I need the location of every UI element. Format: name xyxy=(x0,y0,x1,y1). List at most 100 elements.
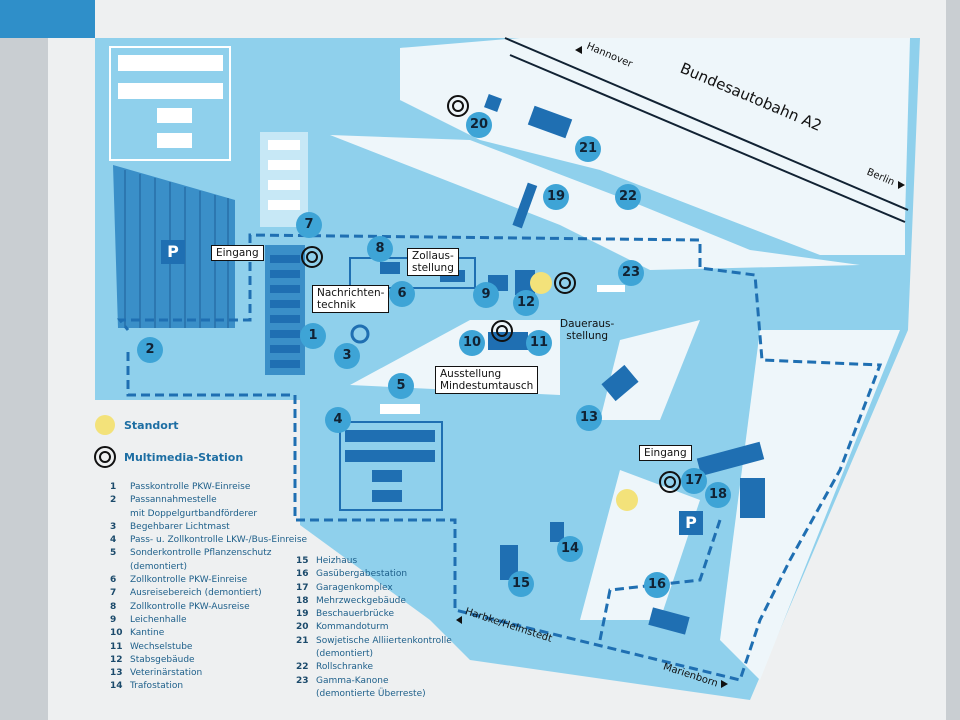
legend-text: Wechselstube xyxy=(130,641,193,652)
legend-text: Stabsgebäude xyxy=(130,654,195,665)
legend-text: Pass- u. Zollkontrolle LKW-/Bus-Einreise xyxy=(130,535,308,546)
marker-18[interactable]: 18 xyxy=(705,482,731,508)
marker-23[interactable]: 23 xyxy=(618,260,644,286)
legend-number: 8 xyxy=(110,601,117,612)
legend-item: 4 Pass- u. Zollkontrolle LKW-/Bus-Einreis… xyxy=(110,534,307,547)
multimedia-icon xyxy=(94,446,116,468)
legend-number: 10 xyxy=(110,628,123,639)
marker-19[interactable]: 19 xyxy=(543,184,569,210)
legend-text: Zollkontrolle PKW-Ausreise xyxy=(130,601,250,612)
multimedia-stations xyxy=(301,95,681,493)
legend-text: Beschauerbrücke xyxy=(316,609,395,620)
label-nachrichtentechnik: Nachrichten- technik xyxy=(312,285,390,313)
marker-6[interactable]: 6 xyxy=(389,281,415,307)
legend-number: 6 xyxy=(110,575,117,586)
legend-number: 7 xyxy=(110,588,117,599)
label-zollausstellung: Zollaus- stellung xyxy=(407,248,459,276)
legend-text: Rollschranke xyxy=(316,662,374,673)
marker-3[interactable]: 3 xyxy=(334,343,360,369)
legend-number: 2 xyxy=(110,495,117,506)
legend-number: 5 xyxy=(110,548,117,559)
legend-number: 13 xyxy=(110,668,123,679)
legend-item: 20 Kommandoturm xyxy=(296,621,452,634)
marker-1[interactable]: 1 xyxy=(300,323,326,349)
legend-number: 12 xyxy=(110,654,123,665)
marker-5[interactable]: 5 xyxy=(388,373,414,399)
legend-number: 18 xyxy=(296,595,309,606)
legend-text: Begehbarer Lichtmast xyxy=(130,521,230,532)
marker-21[interactable]: 21 xyxy=(575,136,601,162)
legend-number: 3 xyxy=(110,521,117,532)
light-mast xyxy=(350,324,370,344)
legend-item: 19 Beschauerbrücke xyxy=(296,608,452,621)
marker-14[interactable]: 14 xyxy=(557,536,583,562)
marker-15[interactable]: 15 xyxy=(508,571,534,597)
legend-text: Zollkontrolle PKW-Einreise xyxy=(130,575,248,586)
parking-icon: P xyxy=(161,240,185,264)
legend-text: Garagenkomplex xyxy=(316,582,393,593)
legend-text: Gamma-Kanone xyxy=(316,675,389,686)
marker-20[interactable]: 20 xyxy=(466,112,492,138)
legend-item: 15 Heizhaus xyxy=(296,555,452,568)
legend-item: 6 Zollkontrolle PKW-Einreise xyxy=(110,574,307,587)
legend-item: 2 Passannahmestelle xyxy=(110,494,307,507)
legend-item: (demontiert) xyxy=(110,561,307,574)
legend-number: 4 xyxy=(110,535,117,546)
legend-text: Mehrzweckgebäude xyxy=(316,595,406,606)
marker-17[interactable]: 17 xyxy=(681,468,707,494)
standort-marker xyxy=(530,272,552,294)
legend-text: Gasübergabestation xyxy=(316,569,408,580)
legend-text: Trafostation xyxy=(130,681,184,692)
legend-number: 23 xyxy=(296,675,309,686)
legend-item: 10 Kantine xyxy=(110,627,307,640)
header-strip xyxy=(0,0,95,38)
legend-item: (demontiert) xyxy=(296,648,452,661)
legend-number: 21 xyxy=(296,635,309,646)
legend-item: 11 Wechselstube xyxy=(110,641,307,654)
legend-number: 20 xyxy=(296,622,309,633)
marker-22[interactable]: 22 xyxy=(615,184,641,210)
legend-text: Passannahmestelle xyxy=(130,495,217,506)
motorway-line xyxy=(504,37,909,211)
legend-text: Sonderkontrolle Pflanzenschutz xyxy=(130,548,272,559)
label-entrance-east: Eingang xyxy=(639,445,692,461)
legend-item: (demontierte Überreste) xyxy=(296,688,452,701)
legend-number: 15 xyxy=(296,556,309,566)
legend-number: 19 xyxy=(296,609,309,620)
legend-item: 8 Zollkontrolle PKW-Ausreise xyxy=(110,601,307,614)
legend-number: 9 xyxy=(110,614,117,625)
parking-icon: P xyxy=(679,511,703,535)
label-mindestumtausch: Ausstellung Mindestumtausch xyxy=(435,366,539,394)
legend-text: Kantine xyxy=(130,628,165,639)
standort-icon xyxy=(95,415,115,435)
legend-text: (demontierte Überreste) xyxy=(316,688,426,699)
label-entrance-west: Eingang xyxy=(211,245,264,261)
legend-text: Kommandoturm xyxy=(316,622,389,633)
marker-9[interactable]: 9 xyxy=(473,282,499,308)
legend-item: 3 Begehbarer Lichtmast xyxy=(110,521,307,534)
legend-number: 22 xyxy=(296,662,309,673)
legend-text: (demontiert) xyxy=(130,561,188,572)
marker-16[interactable]: 16 xyxy=(644,572,670,598)
legend-number: 16 xyxy=(296,569,309,580)
marker-10[interactable]: 10 xyxy=(459,330,485,356)
marker-7[interactable]: 7 xyxy=(296,212,322,238)
legend-text: (demontiert) xyxy=(316,649,374,660)
legend-item: mit Doppelgurtbandförderer xyxy=(110,508,307,521)
marker-8[interactable]: 8 xyxy=(367,236,393,262)
legend-item: 22 Rollschranke xyxy=(296,661,452,674)
visitor-route xyxy=(116,233,883,682)
marker-12[interactable]: 12 xyxy=(513,290,539,316)
marker-4[interactable]: 4 xyxy=(325,407,351,433)
marker-2[interactable]: 2 xyxy=(137,337,163,363)
marker-13[interactable]: 13 xyxy=(576,405,602,431)
legend-number: 11 xyxy=(110,641,123,652)
marker-11[interactable]: 11 xyxy=(526,330,552,356)
legend-text: Heizhaus xyxy=(316,556,358,566)
